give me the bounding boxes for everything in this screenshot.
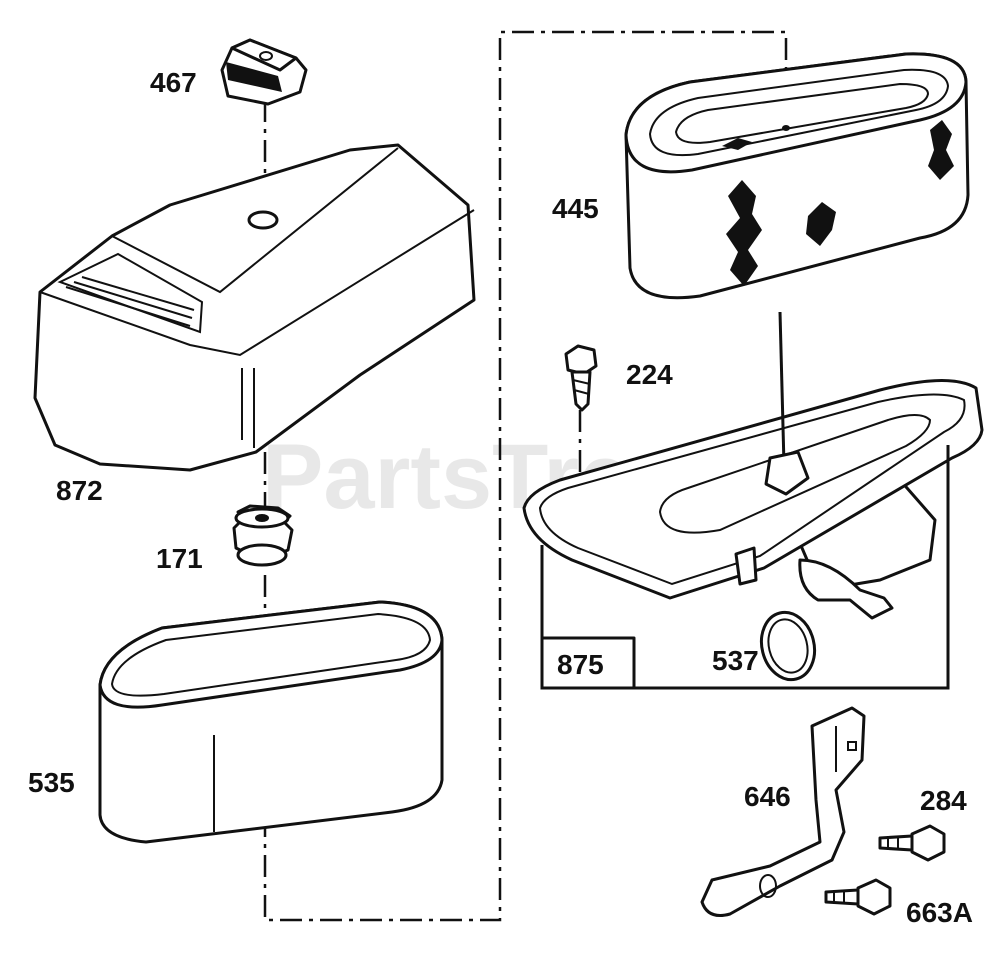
screw-663a-head	[856, 878, 892, 916]
screw-284-head	[910, 824, 946, 862]
cover-vent-slot-3	[81, 276, 195, 311]
label-537: 537	[712, 645, 759, 676]
precleaner-rim	[98, 600, 444, 709]
label-171: 171	[156, 543, 203, 574]
cover-knob-hole	[247, 210, 279, 230]
grommet-171	[232, 504, 294, 567]
knob-grip	[226, 62, 282, 92]
filter-top-core	[674, 82, 930, 144]
base-clip	[734, 546, 758, 586]
cover-outline	[33, 143, 476, 472]
cover-vent-slot-1	[65, 286, 191, 327]
base-channel	[658, 414, 932, 534]
knob-hole	[259, 51, 273, 61]
filter-pattern-2	[806, 202, 836, 246]
label-875: 875	[557, 649, 604, 680]
screw-663a	[824, 878, 892, 916]
base-stud-boss	[764, 450, 810, 496]
screw-284-shank	[878, 834, 914, 852]
cover-top-edge	[39, 209, 475, 357]
base-875	[522, 311, 984, 620]
precleaner-inner-rim	[110, 612, 432, 697]
bracket-646	[700, 706, 866, 917]
base-tray-inner	[538, 393, 966, 586]
leader-main-loop	[263, 30, 788, 922]
label-646: 646	[744, 781, 791, 812]
precleaner-535	[98, 600, 444, 844]
bracket-body	[700, 706, 866, 917]
base-elbow	[798, 558, 894, 620]
screw-224	[564, 344, 598, 412]
cover-872	[33, 143, 476, 472]
label-467: 467	[150, 67, 197, 98]
gasket-537	[759, 610, 817, 682]
knob-467	[220, 38, 308, 106]
screw-thread-2	[573, 389, 590, 395]
screw-thread-1	[572, 379, 591, 385]
label-663a: 663A	[906, 897, 973, 928]
cover-ridge	[111, 147, 399, 294]
filter-pattern-1	[726, 180, 762, 286]
filter-pattern-3	[928, 120, 954, 180]
label-445: 445	[552, 193, 599, 224]
filter-445	[624, 52, 970, 300]
filter-arrow	[722, 138, 752, 150]
grommet-hole	[255, 514, 269, 522]
gasket-inner	[767, 618, 809, 674]
gasket-outer	[759, 610, 817, 682]
label-224: 224	[626, 359, 673, 390]
cover-vent-slot-2	[73, 281, 193, 319]
label-875-box	[540, 636, 636, 690]
bracket-hole	[759, 874, 777, 898]
filter-top-inner	[648, 68, 950, 157]
base-stud	[778, 311, 786, 466]
grommet-flange	[236, 543, 288, 567]
label-872: 872	[56, 475, 103, 506]
screw-head	[564, 344, 598, 376]
base-tray	[522, 378, 984, 600]
bracket-square-hole	[847, 741, 857, 751]
assembly-bracket	[540, 445, 950, 690]
filter-center-hole	[782, 125, 790, 131]
screw-284	[878, 824, 946, 862]
screw-663a-shank	[824, 888, 860, 906]
label-284: 284	[920, 785, 967, 816]
knob-top	[230, 38, 298, 72]
label-535: 535	[28, 767, 75, 798]
